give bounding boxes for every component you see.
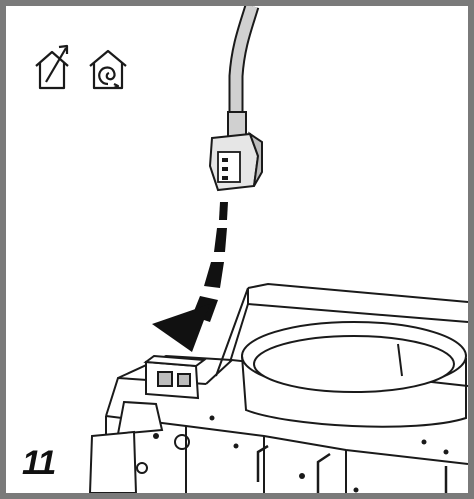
power-plug xyxy=(208,131,263,192)
step-number: 11 xyxy=(22,444,56,482)
exhaust-air-mode-icon xyxy=(35,44,69,90)
mounting-hooks xyxy=(256,444,448,493)
screw-holes xyxy=(136,415,449,493)
power-cable xyxy=(227,6,260,139)
recirculation-mode-icon xyxy=(89,49,127,90)
installation-illustration xyxy=(88,6,468,493)
mode-icons xyxy=(35,44,127,90)
terminal-block xyxy=(88,354,207,493)
insert-direction-arrow xyxy=(152,202,228,352)
air-outlet-ring xyxy=(241,321,467,428)
